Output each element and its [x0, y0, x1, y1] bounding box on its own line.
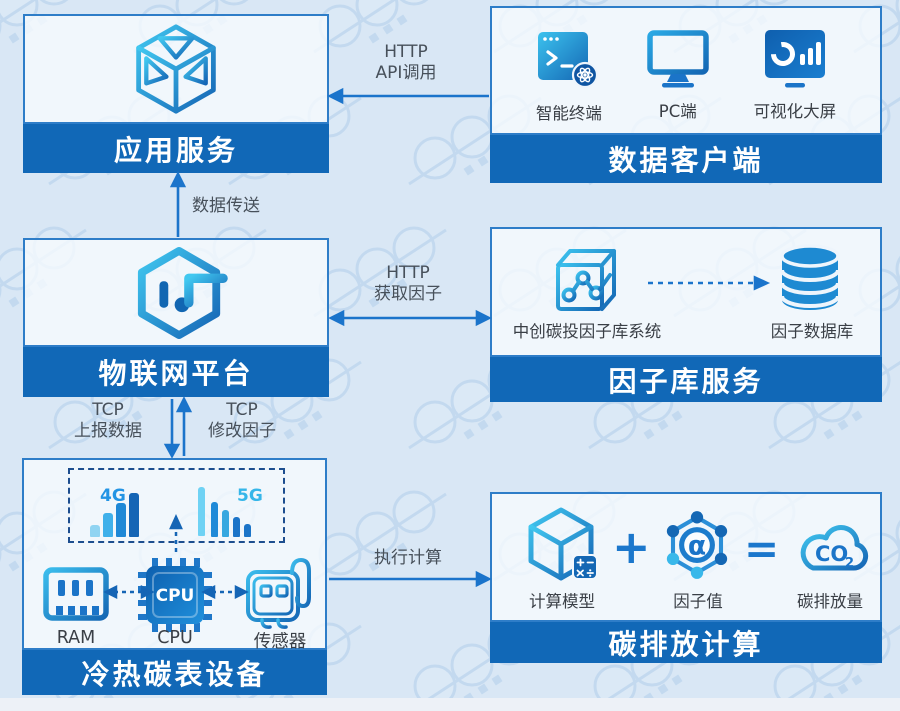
pc-label: PC端: [658, 102, 697, 121]
smart-terminal-label: 智能终端: [535, 104, 602, 123]
signal-bar-5g-tall: [198, 487, 205, 536]
factor-service-content: 中创碳投因子库系统 因子数据库: [490, 227, 882, 357]
database-label: 因子数据库: [770, 322, 854, 341]
tcp-report-label: TCP 上报数据: [74, 400, 142, 441]
edge-get-factor-arrowhead-left: [328, 309, 345, 327]
co2-cloud-icon: CO 2: [800, 524, 869, 571]
alpha-molecule-icon: α: [666, 511, 728, 579]
cpu-icon: CPU: [138, 558, 212, 632]
execute-label: 执行计算: [374, 548, 442, 568]
cpu-label: CPU: [157, 628, 193, 648]
app-service-content: [23, 14, 329, 124]
alpha-symbol: α: [688, 530, 706, 561]
smart-terminal-icon: [537, 32, 598, 89]
factor-value-label: 因子值: [673, 592, 723, 611]
factor-service-panel: 中创碳投因子库系统 因子数据库 因子库服务: [490, 227, 882, 402]
calc-model-cube-icon: [528, 507, 598, 581]
iot-platform-title-bar: 物联网平台: [23, 347, 329, 397]
pc-item: PC端: [646, 28, 710, 122]
edge-data-transfer-arrowhead: [169, 171, 187, 188]
smart-terminal-item: 智能终端: [536, 28, 602, 124]
calc-model-label: 计算模型: [529, 592, 595, 611]
network-4g-label: 4G: [100, 486, 126, 506]
data-client-panel: 智能终端 PC端: [490, 6, 882, 183]
device-content: 4G 5G: [22, 458, 327, 652]
cube-wireframe-icon: [136, 24, 216, 114]
factor-service-title: 因子库服务: [608, 364, 764, 398]
app-service-panel: 应用服务: [23, 14, 329, 173]
edge-tcp-modify-arrowhead: [175, 396, 193, 413]
data-transfer-label: 数据传送: [192, 196, 260, 216]
app-service-title-bar: 应用服务: [23, 124, 329, 173]
pc-monitor-icon: [647, 30, 709, 88]
carbon-calc-title-bar: 碳排放计算: [490, 622, 882, 663]
network-5g-label: 5G: [237, 486, 263, 506]
carbon-calc-panel: 计算模型 + α 因子值 = CO 2: [490, 492, 882, 663]
edge-get-factor-arrowhead-right: [475, 309, 492, 327]
bigscreen-item: 可视化大屏: [753, 28, 837, 122]
carbon-calc-title: 碳排放计算: [608, 627, 764, 661]
factor-system-icon: [556, 249, 616, 311]
sensor-icon: [246, 558, 311, 629]
device-panel: 4G 5G: [22, 458, 327, 695]
co2-text: CO: [815, 542, 848, 566]
signal-bars-4g: [90, 491, 139, 537]
sensor-label: 传感器: [253, 632, 307, 652]
ram-icon: [43, 567, 109, 621]
tcp-modify-label: TCP 修改因子: [208, 400, 276, 441]
device-title: 冷热碳表设备: [81, 657, 268, 691]
cpu-chip-text: CPU: [156, 586, 195, 606]
factor-service-title-bar: 因子库服务: [490, 357, 882, 402]
carbon-calc-content: 计算模型 + α 因子值 = CO 2: [490, 492, 882, 622]
iot-icon: [137, 246, 228, 339]
plus-operator: +: [612, 520, 651, 574]
data-client-content: 智能终端 PC端: [490, 6, 882, 135]
emission-label: 碳排放量: [797, 592, 863, 611]
bigscreen-label: 可视化大屏: [753, 102, 837, 121]
edge-execute-arrowhead: [475, 570, 492, 588]
bigscreen-chart-icon: [764, 30, 825, 88]
ram-label: RAM: [56, 628, 96, 648]
iot-platform-title: 物联网平台: [98, 357, 254, 390]
iot-platform-panel: 物联网平台: [23, 238, 329, 397]
factor-system-label: 中创碳投因子库系统: [512, 322, 662, 341]
bottom-strip: [0, 698, 900, 711]
iot-platform-content: [23, 238, 329, 347]
signal-bars-5g: [211, 501, 251, 537]
edge-tcp-report-arrowhead: [163, 443, 181, 459]
edge-api-call-arrowhead: [327, 87, 344, 105]
api-call-label: HTTP API调用: [375, 42, 437, 83]
co2-subscript: 2: [845, 556, 854, 571]
data-client-title-bar: 数据客户端: [490, 135, 882, 183]
device-title-bar: 冷热碳表设备: [22, 650, 327, 695]
app-service-title: 应用服务: [113, 133, 238, 167]
equals-operator: =: [744, 524, 780, 573]
get-factor-label: HTTP 获取因子: [374, 263, 442, 304]
data-client-title: 数据客户端: [608, 144, 764, 177]
database-icon: [780, 244, 840, 310]
